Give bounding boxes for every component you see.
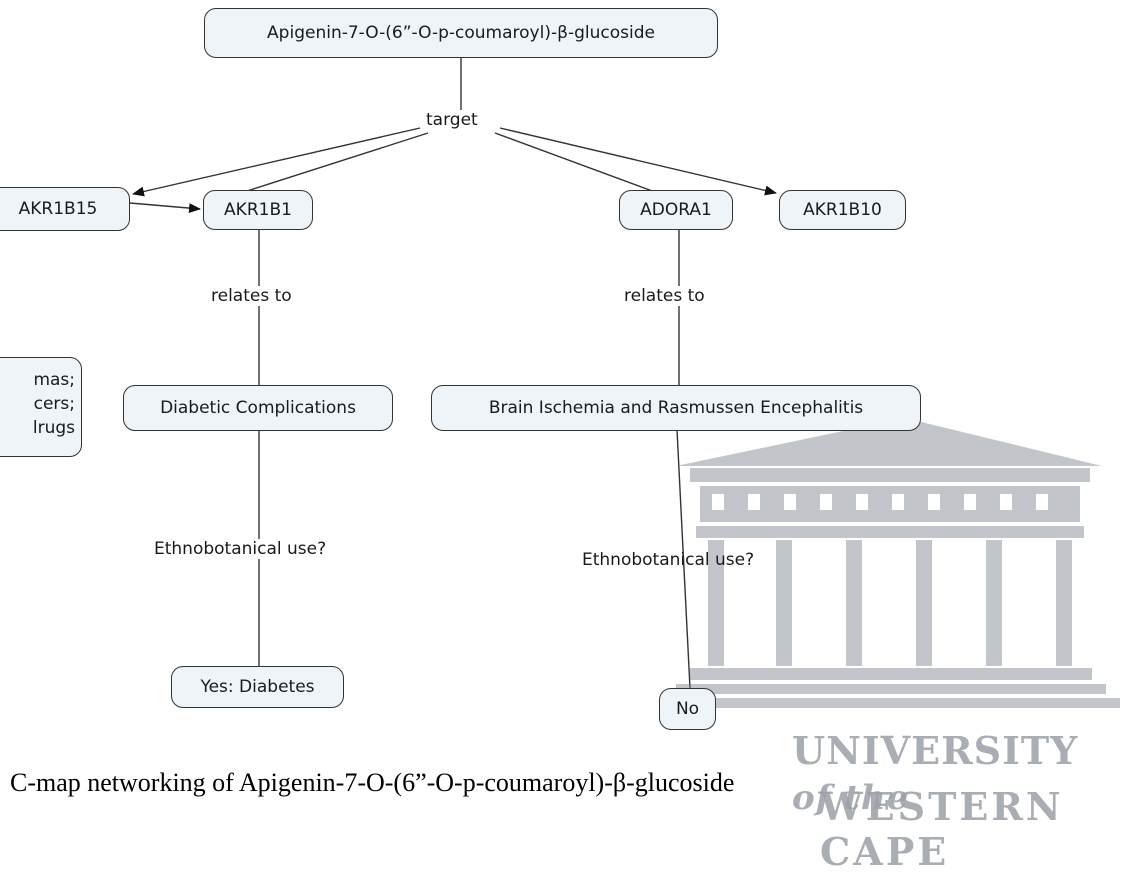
link-label-ethno-right: Ethnobotanical use? xyxy=(582,550,755,570)
partial-line: lrugs xyxy=(32,418,75,438)
link-label-target: target xyxy=(424,110,480,130)
node-adora1: ADORA1 xyxy=(619,190,733,230)
link-label-relates-right: relates to xyxy=(622,286,707,306)
node-akr1b10: AKR1B10 xyxy=(779,190,906,230)
node-akr1b15: AKR1B15 xyxy=(0,187,130,231)
edge-target-akr1b15 xyxy=(132,127,421,197)
node-yes-diabetes: Yes: Diabetes xyxy=(171,666,344,708)
partial-line: cers; xyxy=(33,394,75,414)
rasmussen-text: Rasmussen Encephalitis xyxy=(657,398,864,418)
node-brain-ischemia: Brain Ischemia and Rasmussen Encephaliti… xyxy=(431,385,921,431)
link-label-ethno-left: Ethnobotanical use? xyxy=(152,539,329,559)
edge-akr1b15-akr1b1 xyxy=(129,202,201,214)
brain-and-text: and xyxy=(614,398,658,418)
partial-line: mas; xyxy=(33,370,75,390)
edge-target-akr1b10 xyxy=(499,127,777,196)
node-diabetic-complications: Diabetic Complications xyxy=(123,385,393,431)
edge-target-akr1b1 xyxy=(243,132,429,193)
node-akr1b1: AKR1B1 xyxy=(203,190,313,230)
link-label-relates-left: relates to xyxy=(209,286,294,306)
university-seal-watermark xyxy=(664,418,1120,708)
node-no: No xyxy=(659,688,716,730)
edge-brain-no xyxy=(676,429,691,689)
watermark-line-1: UNIVERSITY of the xyxy=(792,728,1123,818)
node-root-compound: Apigenin-7-O-(6”-O-p-coumaroyl)-β-glucos… xyxy=(204,8,718,58)
watermark-line-2: WESTERN CAPE xyxy=(820,784,1064,874)
watermark-university: UNIVERSITY xyxy=(792,728,1079,773)
edge-target-adora1 xyxy=(494,132,656,193)
watermark-of-the: of the xyxy=(792,778,910,818)
node-partial-left: mas; cers; lrugs xyxy=(0,357,82,457)
brain-ischemia-text: Brain Ischemia xyxy=(488,398,615,418)
figure-caption: C-map networking of Apigenin-7-O-(6”-O-p… xyxy=(10,768,735,797)
